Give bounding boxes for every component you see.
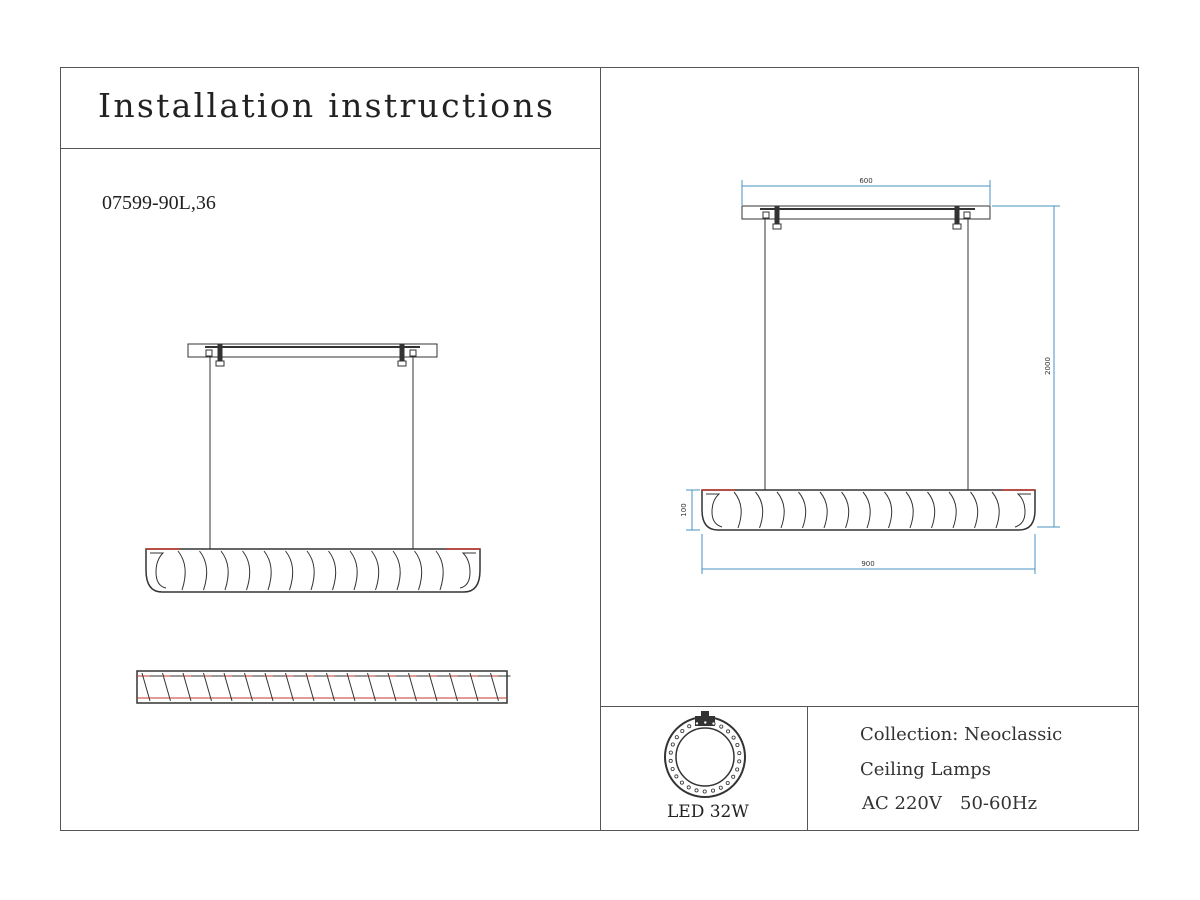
bottom-rib: [387, 672, 397, 702]
shade-rib: [306, 550, 315, 591]
led-dot: [680, 729, 685, 734]
dim-width-bottom-label: 900: [861, 560, 874, 568]
led-dot: [670, 742, 675, 747]
shade-rib: [177, 550, 186, 591]
shade-rib: [884, 491, 893, 529]
led-dot: [687, 724, 692, 729]
led-dot: [703, 720, 708, 725]
bottom-rib: [141, 672, 151, 702]
collection-label: Collection: Neoclassic: [860, 724, 1063, 745]
dim-shade-height-label: 100: [680, 503, 688, 516]
shade-rib: [263, 550, 272, 591]
led-dot: [702, 789, 707, 794]
shade-rib: [435, 550, 444, 591]
shade-rib: [392, 550, 401, 591]
bottom-rib: [346, 672, 356, 702]
shade-rib: [905, 491, 914, 529]
frequency-label: 50-60Hz: [960, 793, 1038, 814]
title-divider: [60, 148, 601, 150]
led-dot: [694, 788, 699, 793]
center-divider: [600, 67, 602, 831]
shade-rib: [776, 491, 785, 529]
led-dot: [726, 729, 731, 734]
led-divider: [807, 706, 809, 831]
bottom-rib: [162, 672, 171, 702]
led-dot: [719, 724, 724, 729]
shade-rib: [285, 550, 294, 591]
bottom-rib: [244, 672, 253, 702]
led-power-label: LED 32W: [667, 802, 749, 822]
shade-rib: [220, 550, 229, 591]
dimension-labels: 600 2000 100 900: [680, 177, 1052, 568]
shade-rib: [199, 550, 208, 591]
led-dot: [670, 767, 675, 772]
pendant-dimension-view: [701, 205, 1036, 531]
bottom-rib: [223, 672, 233, 702]
bottom-rib: [264, 672, 274, 702]
led-dot: [695, 721, 700, 726]
led-dot: [731, 774, 736, 779]
led-dot: [711, 788, 716, 793]
led-dot: [674, 735, 679, 740]
dim-height-total-label: 2000: [1044, 357, 1052, 375]
shade-rib: [970, 491, 979, 529]
bottom-rib: [428, 672, 438, 702]
led-dot: [735, 767, 740, 772]
shade-rib: [733, 491, 742, 529]
dimension-lines: [686, 180, 1060, 574]
bottom-rib: [408, 672, 417, 702]
voltage-label: AC 220V: [862, 793, 942, 814]
led-dot: [686, 785, 691, 790]
led-dot: [679, 780, 684, 785]
bottom-rib: [203, 672, 212, 702]
led-dot: [711, 721, 716, 726]
bottom-rib: [326, 672, 335, 702]
led-dot: [718, 785, 723, 790]
shade-rib: [841, 491, 850, 529]
model-number: 07599-90L,36: [102, 192, 216, 214]
category-label: Ceiling Lamps: [860, 759, 992, 780]
led-dot: [731, 735, 736, 740]
info-divider: [600, 706, 1139, 708]
led-dot: [725, 781, 730, 786]
shade-rib: [414, 550, 423, 591]
shade-rib: [819, 491, 828, 529]
shade-rib: [349, 550, 358, 591]
bottom-rib: [449, 672, 458, 702]
dim-width-top-label: 600: [859, 177, 872, 185]
bottom-rib: [182, 672, 192, 702]
shade-rib: [991, 491, 1000, 529]
led-dot: [737, 759, 742, 764]
pendant-bottom-view: [136, 670, 511, 704]
shade-rib: [862, 491, 871, 529]
bottom-rib: [285, 672, 294, 702]
bottom-rib: [469, 672, 479, 702]
led-ring-icon: [664, 711, 746, 798]
led-dot: [735, 743, 740, 748]
shade-rib: [927, 491, 936, 529]
shade-rib: [328, 550, 337, 591]
shade-rib: [798, 491, 807, 529]
bottom-rib: [367, 672, 376, 702]
page-title: Installation instructions: [98, 86, 556, 125]
pendant-front-view: [145, 343, 481, 593]
led-dot: [668, 750, 673, 755]
led-dot: [668, 758, 673, 763]
sheet-frame: [60, 67, 1139, 831]
led-dot: [737, 751, 742, 756]
shade-rib: [948, 491, 957, 529]
shade-rib: [371, 550, 380, 591]
bottom-rib: [305, 672, 315, 702]
bottom-rib: [490, 672, 499, 702]
shade-rib: [755, 491, 764, 529]
shade-rib: [242, 550, 251, 591]
led-dot: [674, 774, 679, 779]
